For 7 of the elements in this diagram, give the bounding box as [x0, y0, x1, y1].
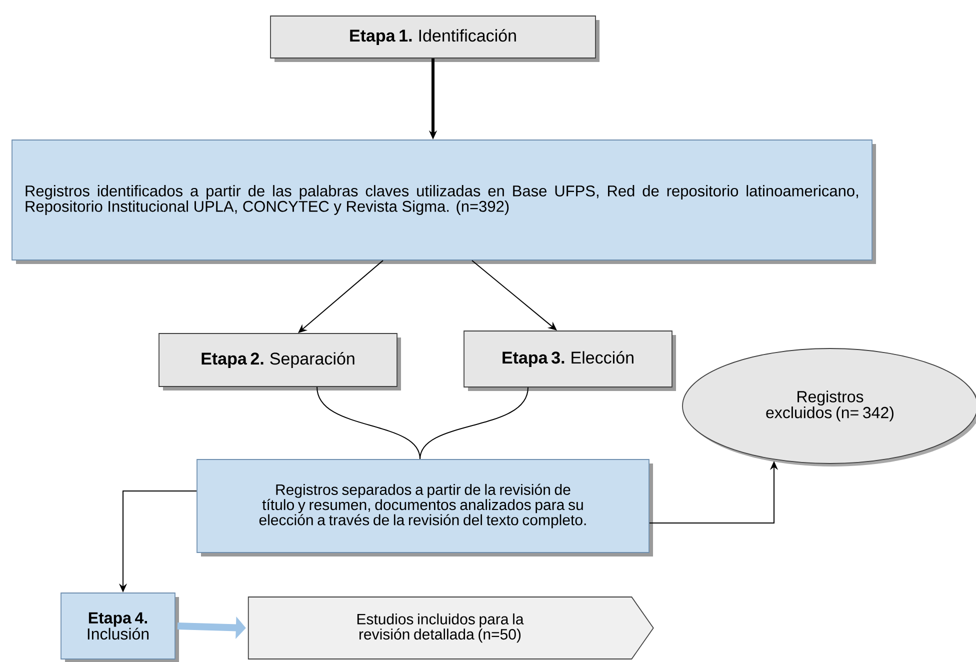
result-arrow-box: Estudios incluidos para la revisión detallada (n=50): [248, 596, 654, 660]
process-box: Registros separados a partir de la revisión de título y resumen, documentos analizados para su elección a través de la revisión del texto completo.: [196, 459, 653, 556]
stage-box: Etapa 3. Elección: [464, 330, 676, 391]
process-box: Registros identificados a partir de las palabras claves utilizadas en Base UFPS, Red de repositorio latinoamericano, Repositorio Institucional UPLA, CONCYTEC y Revista Sigma. (n=392): [12, 140, 876, 264]
stage-box: Etapa 2. Separación: [158, 333, 401, 390]
stage-box: Etapa 1. Identificación: [270, 16, 600, 62]
stage-box: Etapa 4. Inclusión: [60, 592, 179, 662]
